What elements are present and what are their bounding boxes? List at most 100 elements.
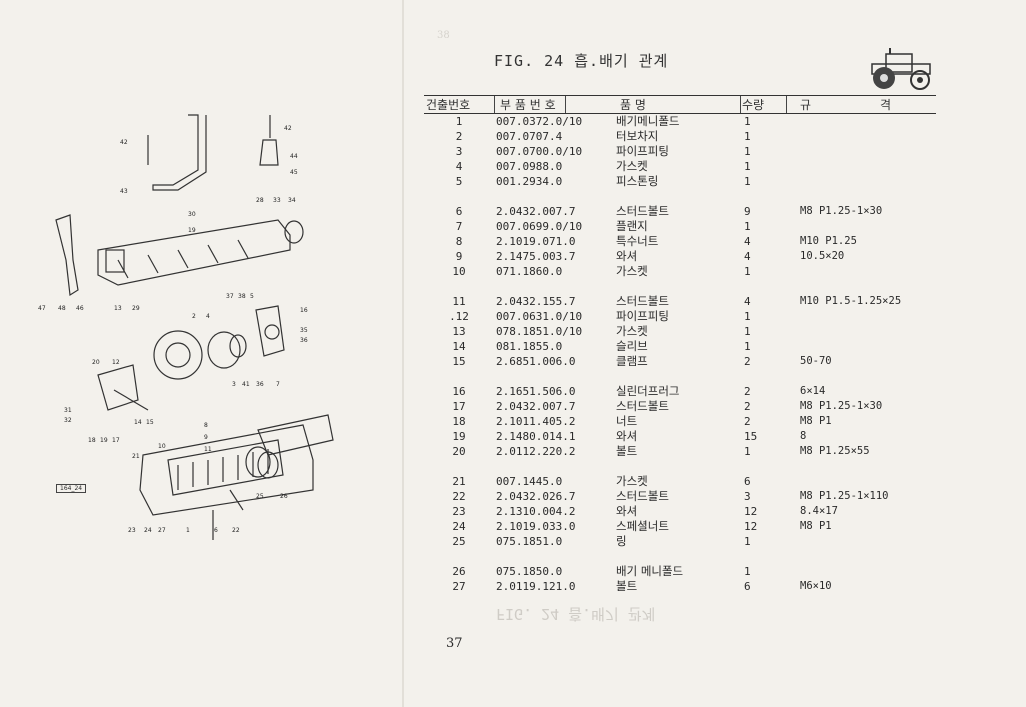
table-header-rule — [424, 113, 936, 114]
cell-part-name: 가스켓 — [616, 474, 648, 488]
callout-label: 35 — [300, 327, 308, 334]
cell-item-number: 24 — [452, 520, 466, 533]
callout-label: 44 — [290, 153, 298, 160]
callout-label: 45 — [290, 169, 298, 176]
cell-item-number: 10 — [452, 265, 466, 278]
cell-quantity: 6 — [744, 475, 751, 488]
callout-label: 13 — [114, 305, 122, 312]
figure-title: FIG. 24 흡.배기 관계 — [494, 52, 669, 70]
cell-part-name: 파이프피팅 — [616, 144, 669, 158]
cell-spec: M8 P1.25-1×110 — [800, 490, 889, 502]
callout-label: 15 — [146, 419, 154, 426]
cell-quantity: 1 — [744, 265, 751, 278]
cell-quantity: 1 — [744, 565, 751, 578]
cell-item-number: 17 — [452, 400, 466, 413]
cell-item-number: 27 — [452, 580, 466, 593]
callout-label: 19 — [100, 437, 108, 444]
callout-label: 36 — [300, 337, 308, 344]
table-header: 건출번호 부 품 번 호 품 명 수량 규 격 — [424, 96, 936, 112]
cell-spec: 50-70 — [800, 355, 832, 367]
cell-part-name: 볼트 — [616, 579, 638, 593]
cell-quantity: 3 — [744, 490, 751, 503]
cell-item-number: 22 — [452, 490, 466, 503]
callout-label: 17 — [112, 437, 120, 444]
callout-label: 4 — [206, 313, 210, 320]
cell-part-name: 링 — [616, 534, 627, 548]
cell-part-number: 075.1850.0 — [496, 565, 563, 578]
cell-quantity: 1 — [744, 310, 751, 323]
col-header-spec-2: 격 — [880, 98, 892, 112]
cell-spec: M8 P1.25×55 — [800, 445, 870, 457]
cell-part-number: 2.1011.405.2 — [496, 415, 576, 428]
callout-label: 42 — [284, 125, 292, 132]
cell-part-number: 2.0432.155.7 — [496, 295, 576, 308]
cell-part-name: 플랜지 — [616, 219, 648, 233]
callout-label: 5 — [250, 293, 254, 300]
cell-item-number: 16 — [452, 385, 466, 398]
cell-quantity: 4 — [744, 235, 751, 248]
callout-label: 14 — [134, 419, 142, 426]
cell-item-number: 18 — [452, 415, 466, 428]
callout-label: 12 — [112, 359, 120, 366]
callout-label: 46 — [76, 305, 84, 312]
figure-code: 164_24 — [56, 484, 87, 493]
cell-part-number: 2.1651.506.0 — [496, 385, 576, 398]
callout-label: 11 — [204, 446, 212, 453]
col-header-part: 부 품 번 호 — [500, 98, 556, 112]
cell-part-name: 스터드볼트 — [616, 204, 669, 218]
callout-label: 32 — [64, 417, 72, 424]
cell-item-number: 23 — [452, 505, 466, 518]
col-header-no: 건출번호 — [426, 98, 471, 112]
callout-label: 47 — [38, 305, 46, 312]
callout-label: 37 — [226, 293, 234, 300]
cell-item-number: 20 — [452, 445, 466, 458]
tractor-icon — [871, 48, 931, 90]
cell-quantity: 2 — [744, 415, 751, 428]
cell-part-name: 와셔 — [616, 504, 638, 518]
cell-item-number: 7 — [455, 220, 463, 233]
cell-part-number: 2.0432.007.7 — [496, 400, 576, 413]
cell-part-number: 007.0707.4 — [496, 130, 563, 143]
callout-label: 41 — [242, 381, 250, 388]
cell-item-number: 13 — [452, 325, 466, 338]
cell-part-name: 특수너트 — [616, 234, 659, 248]
cell-quantity: 1 — [744, 130, 751, 143]
cell-item-number: 5 — [455, 175, 463, 188]
cell-quantity: 2 — [744, 400, 751, 413]
cell-quantity: 1 — [744, 325, 751, 338]
callout-label: 16 — [300, 307, 308, 314]
cell-quantity: 1 — [744, 220, 751, 233]
cell-part-name: 스터드볼트 — [616, 489, 669, 503]
cell-part-name: 배기메니폴드 — [616, 114, 680, 128]
cell-part-name: 슬리브 — [616, 339, 648, 353]
cell-part-name: 가스켓 — [616, 264, 648, 278]
cell-part-number: 2.1019.071.0 — [496, 235, 576, 248]
callout-label: 26 — [280, 493, 288, 500]
cell-quantity: 9 — [744, 205, 751, 218]
callout-label: 9 — [204, 434, 208, 441]
callout-label: 34 — [288, 197, 296, 204]
cell-spec: 8.4×17 — [800, 505, 838, 517]
callout-label: 6 — [214, 527, 218, 534]
cell-part-number: 2.1475.003.7 — [496, 250, 576, 263]
cell-part-number: 2.6851.006.0 — [496, 355, 576, 368]
cell-item-number: 21 — [452, 475, 466, 488]
cell-item-number: 19 — [452, 430, 466, 443]
callout-label: 23 — [128, 527, 136, 534]
cell-quantity: 1 — [744, 340, 751, 353]
cell-part-name: 가스켓 — [616, 159, 648, 173]
cell-quantity: 2 — [744, 385, 751, 398]
callout-label: 2 — [192, 313, 196, 320]
